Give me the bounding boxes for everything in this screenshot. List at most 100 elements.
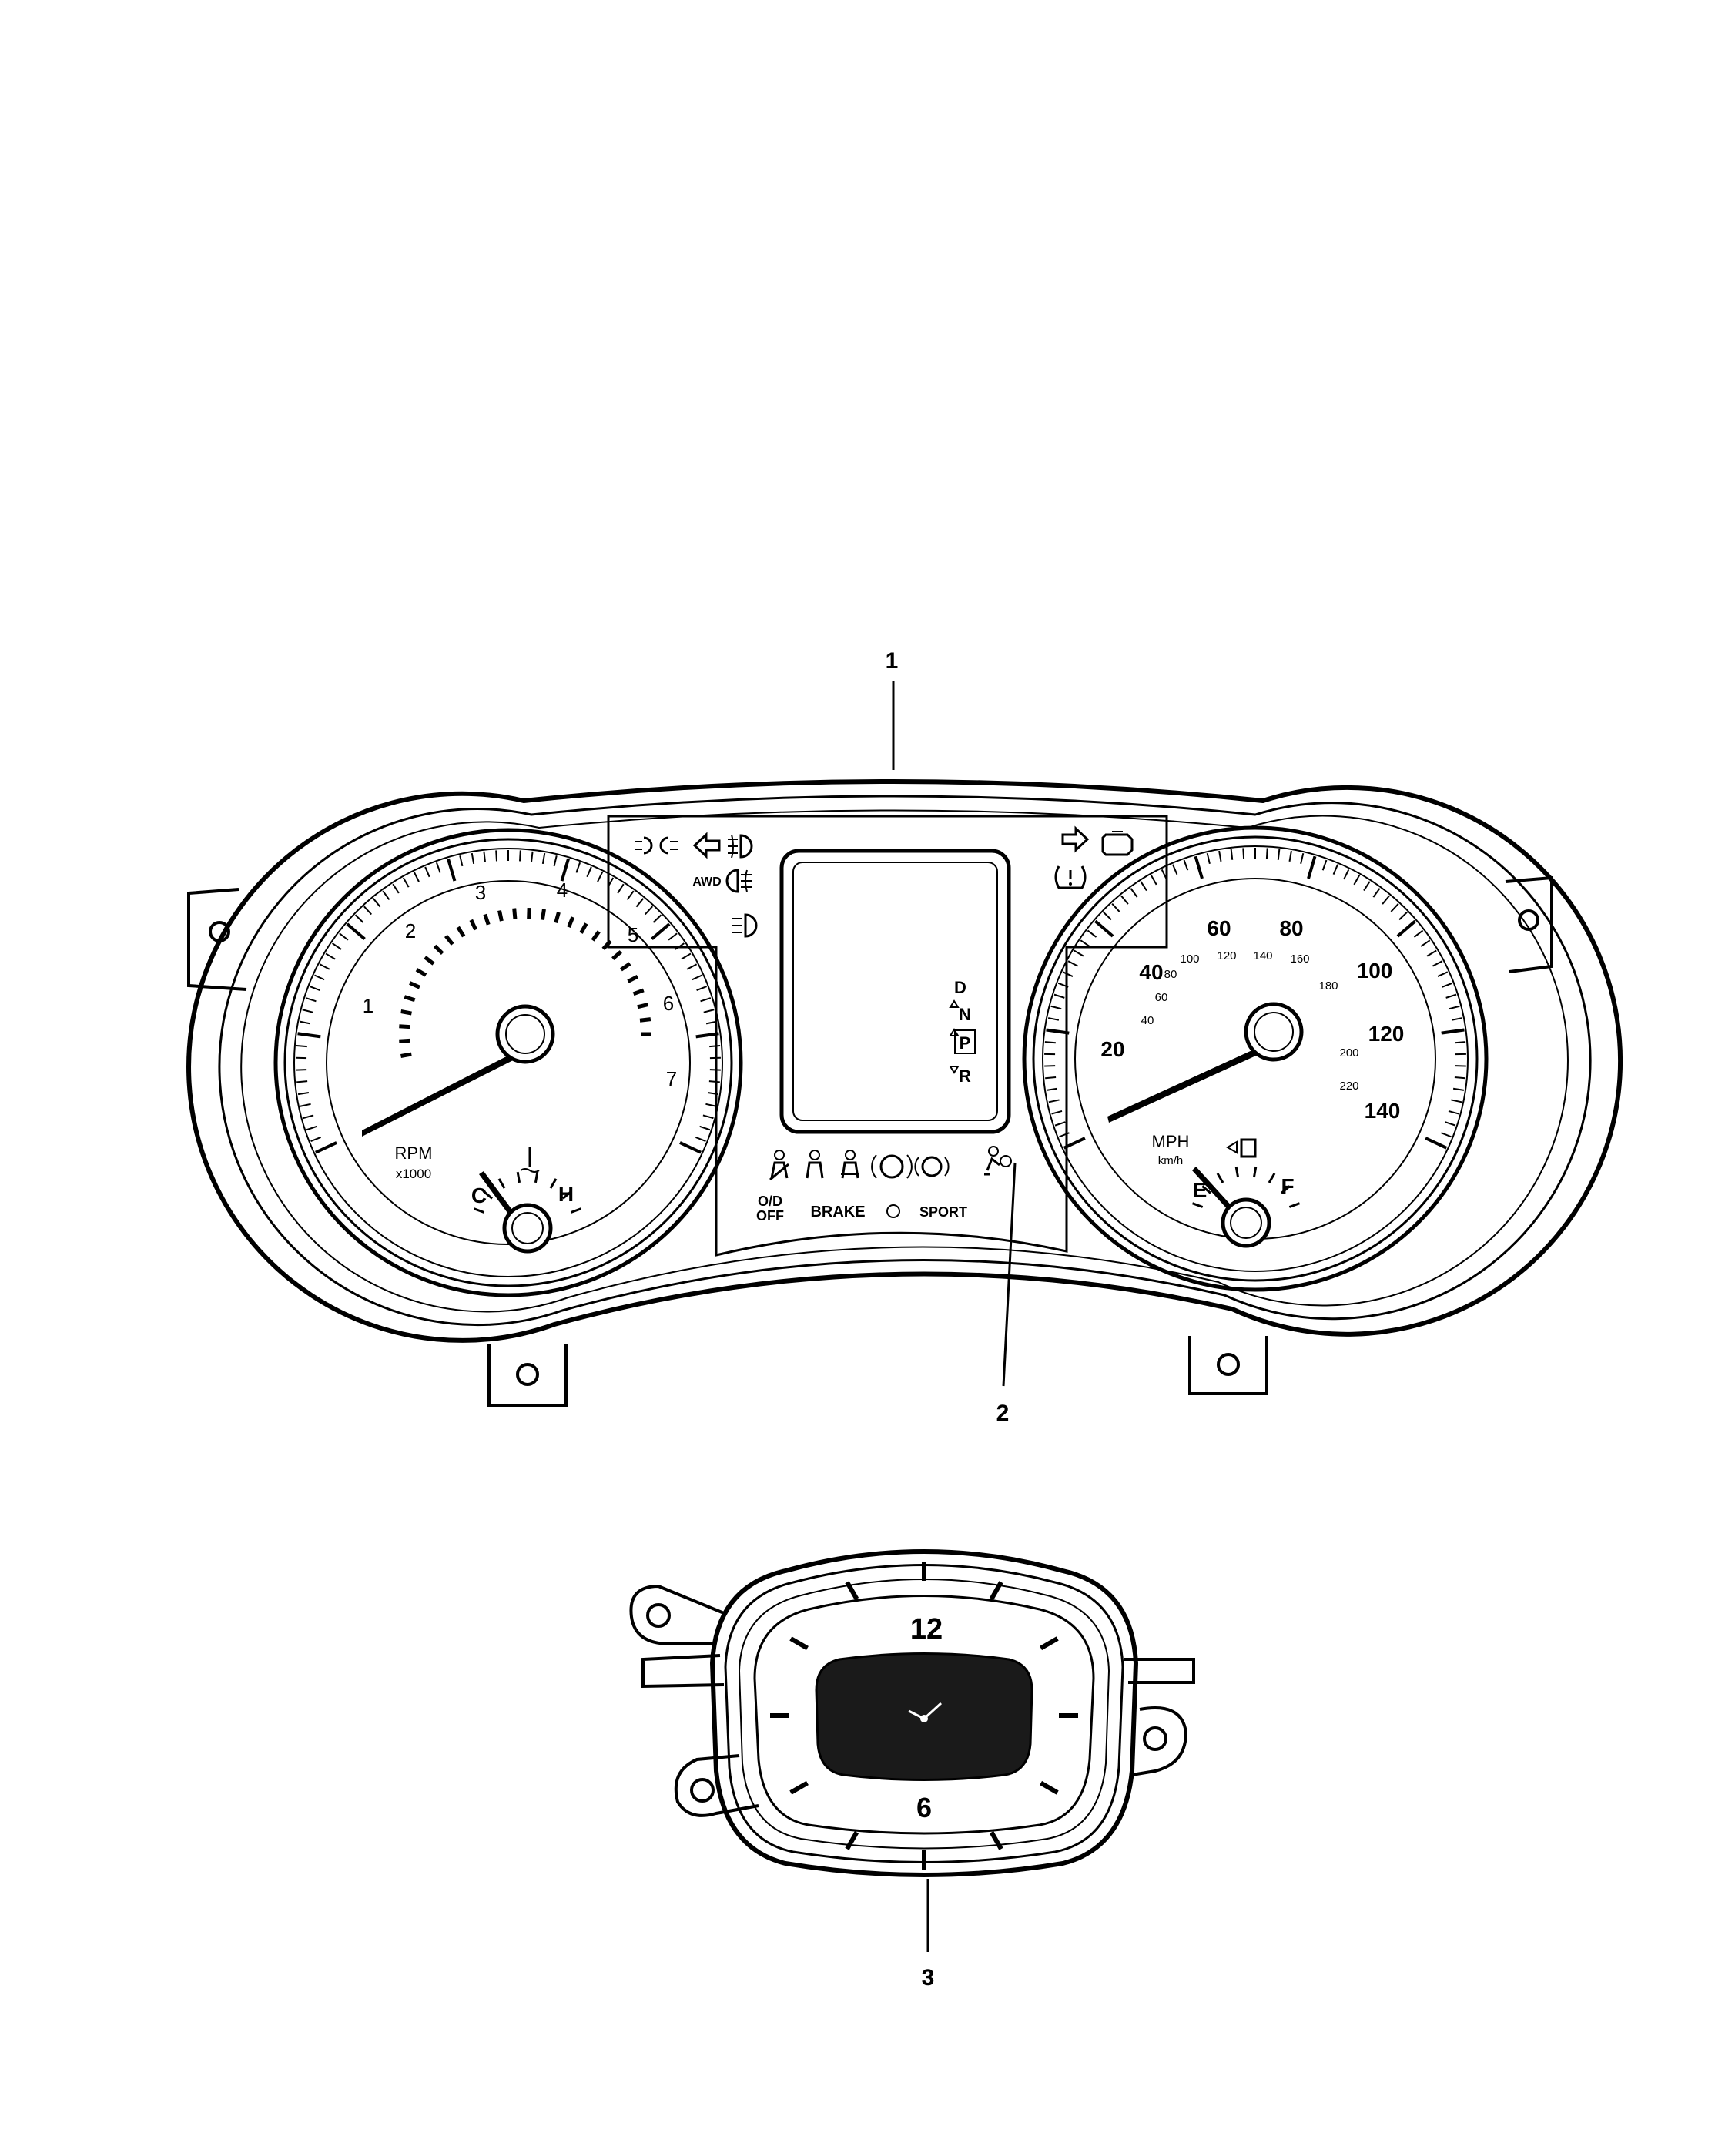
tick-mark <box>495 850 497 862</box>
tick-mark <box>705 1103 717 1107</box>
tick-mark <box>424 866 430 878</box>
mph-label-100: 100 <box>1357 959 1393 983</box>
redline-dot <box>567 916 575 929</box>
tick-mark <box>1218 850 1222 862</box>
mph-label-40: 40 <box>1139 960 1163 984</box>
mph-label-60: 60 <box>1207 916 1231 940</box>
tick-mark <box>1074 949 1084 957</box>
tick-mark <box>702 1114 714 1120</box>
tick-mark <box>789 1780 809 1795</box>
tick-mark <box>686 963 698 970</box>
tick-mark <box>560 858 570 882</box>
fuel-gauge: E F <box>1191 1138 1301 1248</box>
tick-mark <box>497 1178 506 1189</box>
clock-ear-right <box>1131 1706 1188 1776</box>
mph-label-120: 120 <box>1368 1022 1405 1046</box>
tick-mark <box>315 1141 337 1154</box>
tick-mark <box>296 1080 308 1083</box>
redline-dot <box>512 908 518 919</box>
tick-mark <box>1059 1132 1070 1138</box>
tach-label-7: 7 <box>666 1067 677 1090</box>
tick-mark <box>346 922 366 941</box>
front-fog-lamp-icon <box>728 834 753 859</box>
clock-hands <box>908 1702 943 1722</box>
clock-clip-left <box>641 1654 725 1689</box>
redline-dot <box>424 956 435 966</box>
tick-mark <box>1445 993 1457 999</box>
fuel-hub <box>1221 1197 1271 1248</box>
tick-mark <box>1288 1202 1301 1208</box>
speed-mph-label: MPH <box>1152 1132 1190 1151</box>
awd-indicator: AWD <box>692 875 721 889</box>
tick-mark <box>309 986 320 992</box>
left-turn-arrow-icon <box>692 832 721 859</box>
tick-mark <box>668 932 678 941</box>
tick-mark <box>703 1009 715 1013</box>
tick-mark <box>789 1636 809 1651</box>
tick-mark <box>1103 911 1112 921</box>
tick-mark <box>363 906 373 916</box>
tick-mark <box>1150 875 1157 886</box>
redline-dot <box>433 944 444 956</box>
tick-mark <box>708 1080 720 1083</box>
tick-mark <box>1140 881 1147 892</box>
tach-rpm-label: RPM <box>395 1143 433 1163</box>
tick-mark <box>1172 864 1178 875</box>
redline-dot <box>444 934 454 946</box>
tick-mark <box>679 1141 702 1154</box>
tick-mark <box>483 1190 494 1200</box>
tick-mark <box>1048 1099 1060 1103</box>
callout-number-1: 1 <box>886 648 899 674</box>
gear-n: N <box>959 1005 971 1024</box>
tick-mark <box>310 1137 321 1143</box>
tick-mark <box>1268 1173 1276 1183</box>
kmh-label-160: 160 <box>1290 952 1309 966</box>
tick-mark <box>1452 1087 1465 1091</box>
tick-mark <box>306 1125 317 1131</box>
tick-mark <box>575 862 581 873</box>
redline-dot <box>591 930 601 942</box>
tick-mark <box>319 963 330 970</box>
tick-mark <box>339 932 349 941</box>
redline-dot <box>456 926 466 938</box>
clock-hour-markers <box>770 1562 1078 1870</box>
tick-mark <box>473 1207 485 1214</box>
kmh-label-120: 120 <box>1217 949 1236 962</box>
tick-mark <box>586 866 592 878</box>
tick-mark <box>382 890 390 901</box>
redline-dot <box>400 1052 412 1058</box>
clock-dial <box>753 1595 1095 1835</box>
tick-mark <box>435 862 441 873</box>
seatbelt-icon <box>769 1150 789 1181</box>
tick-mark <box>1396 919 1416 938</box>
fuel-pump-icon <box>1226 1138 1257 1158</box>
tick-mark <box>1201 1185 1212 1194</box>
tick-mark <box>305 997 317 1003</box>
tick-mark <box>1451 1017 1463 1021</box>
callout-2: 2 <box>996 1162 1017 1426</box>
tick-mark <box>1432 960 1443 967</box>
tick-mark <box>652 914 662 923</box>
tick-mark <box>534 1171 539 1183</box>
airbag-icon <box>984 1146 1012 1176</box>
redline-dot <box>620 962 631 972</box>
redline-dot <box>540 909 546 921</box>
tach-label-5: 5 <box>628 923 638 946</box>
mph-label-80: 80 <box>1279 916 1303 940</box>
tick-mark <box>459 855 464 867</box>
tick-mark <box>1307 855 1317 879</box>
tick-mark <box>1051 1110 1063 1115</box>
tick-mark <box>700 997 712 1003</box>
tick-mark <box>354 914 364 923</box>
tach-unit-label: x1000 <box>396 1167 431 1181</box>
tick-mark <box>325 952 336 960</box>
redline-dot <box>469 919 478 931</box>
tick-mark <box>447 858 457 882</box>
kmh-label-220: 220 <box>1339 1080 1358 1093</box>
center-panel <box>607 815 1168 1257</box>
redline-dot <box>409 981 420 989</box>
tick-mark <box>300 1103 311 1107</box>
tick-mark <box>644 906 653 916</box>
temp-cold-label: C <box>471 1183 487 1207</box>
instrument-cluster: D N P R 1 2 3 4 5 6 7 RPM x1000 <box>186 779 1623 1407</box>
